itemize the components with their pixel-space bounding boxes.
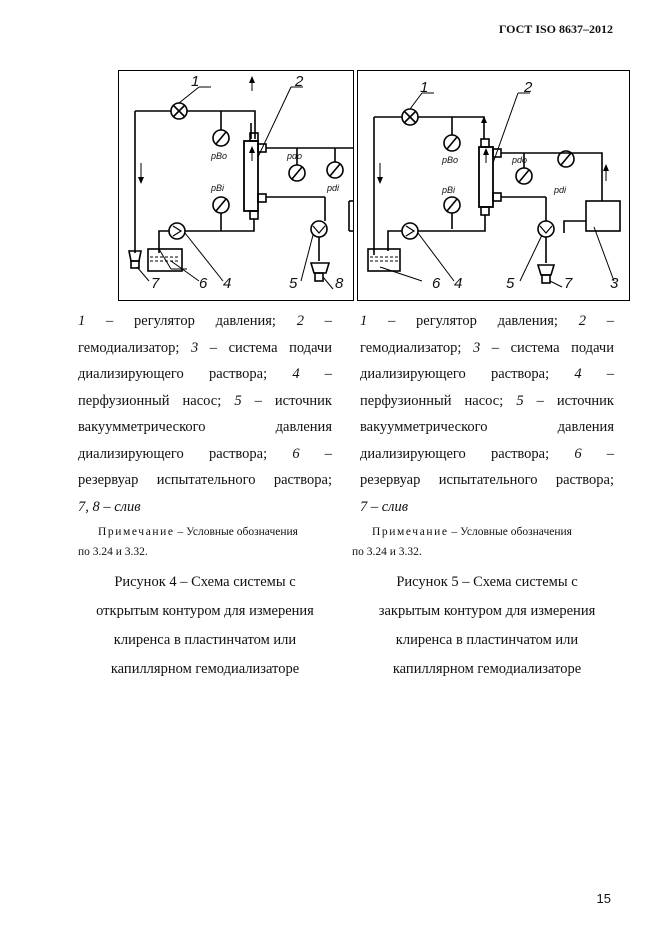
legend-line: 7, 8 – слив [78,498,141,515]
note-label: Примечание [98,526,175,538]
fig4-label-4: 4 [223,275,232,292]
note-text: – Условные обозначения [174,526,298,538]
figure-4-note: Примечание – Условные обозначения по 3.2… [78,522,348,562]
fig5-label-pdo: pdo [512,155,528,165]
fig4-label-2: 2 [295,73,304,90]
document-header: ГОСТ ISO 8637–2012 [498,22,613,36]
note-label: Примечание [372,526,449,538]
fig4-label-pdi: pdi [327,183,340,193]
fig5-label-pdi: pdi [554,185,567,195]
note-text: – Условные обозначения [448,526,572,538]
page-number: 15 [596,891,611,906]
fig4-label-7: 7 [151,275,160,292]
fig5-label-4: 4 [454,275,463,292]
figure-5-note: Примечание – Условные обозначения по 3.2… [352,522,622,562]
fig5-label-pbi: pBi [442,185,456,195]
fig4-label-5: 5 [289,275,298,292]
fig4-label-1: 1 [191,73,200,90]
note-text-2: по 3.24 и 3.32. [352,546,422,558]
fig5-label-7: 7 [564,275,573,292]
fig5-label-5: 5 [506,275,515,292]
figure-4-diagram: 1 2 7 6 4 5 8 pBo pBi pdo pdi [118,70,354,301]
fig4-label-pbo: pBo [211,151,228,161]
legend-line: 7 – слив [360,498,409,515]
fig4-label-pdo: pdo [287,151,303,161]
figure-5-caption: Рисунок 5 – Схема системы с закрытым кон… [378,574,596,677]
fig4-label-pbi: pBi [211,183,225,193]
note-text-2: по 3.24 и 3.32. [78,546,148,558]
fig5-label-3: 3 [610,275,619,292]
fig4-label-8: 8 [335,275,344,292]
fig4-label-6: 6 [199,275,208,292]
fig5-label-2: 2 [524,79,533,96]
figure-4-caption: Рисунок 4 – Схема системы с открытым кон… [96,574,314,677]
fig5-label-1: 1 [420,79,429,96]
fig5-label-6: 6 [432,275,441,292]
fig5-label-pbo: pBo [442,155,459,165]
figure-5-diagram: 1 2 6 4 5 7 3 pBo pBi pdo pdi [357,70,630,301]
